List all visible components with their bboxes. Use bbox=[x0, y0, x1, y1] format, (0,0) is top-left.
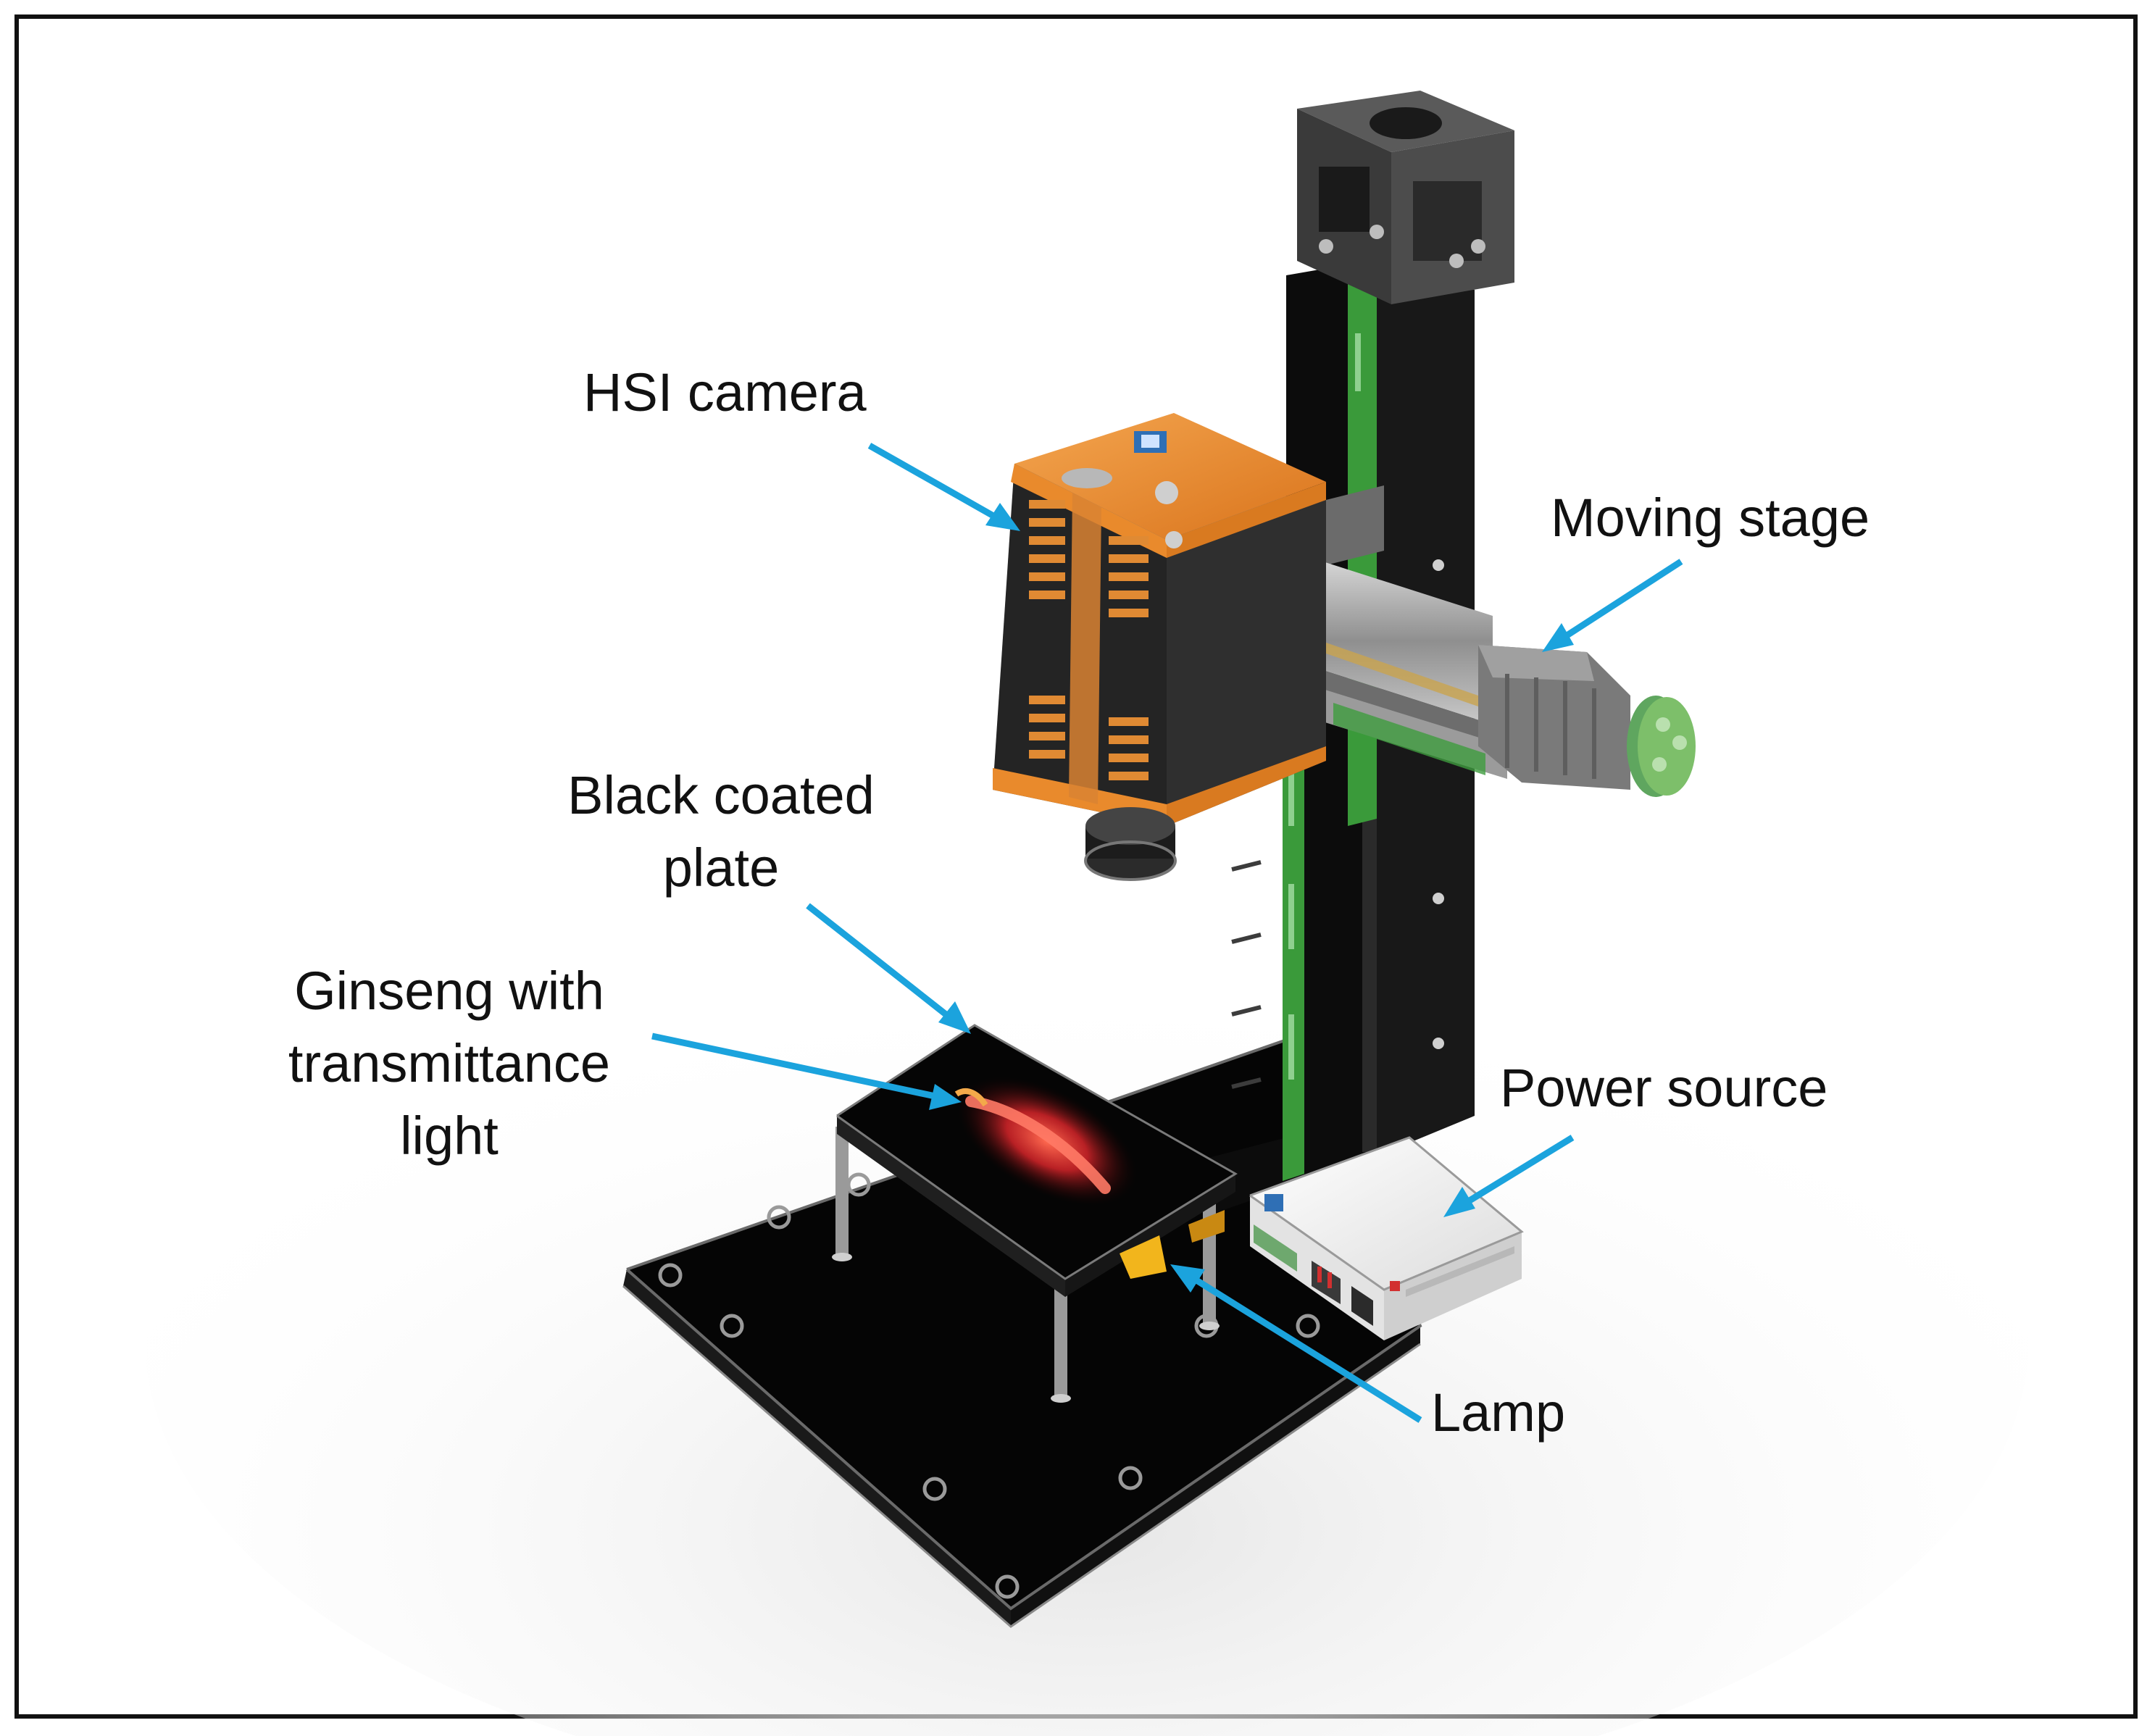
label-ginseng-line1: Ginseng with bbox=[294, 961, 604, 1021]
power-source bbox=[1249, 1136, 1524, 1340]
arrow-ginseng bbox=[651, 1032, 962, 1110]
arrow-black-plate bbox=[806, 903, 971, 1034]
label-black-coated-plate-line1: Black coated bbox=[567, 765, 875, 825]
label-black-coated-plate: Black coated plate bbox=[547, 759, 895, 904]
arrow-lamp bbox=[1170, 1264, 1422, 1423]
label-ginseng-line3: light bbox=[400, 1106, 499, 1166]
moving-stage bbox=[1297, 485, 1696, 797]
hsi-camera bbox=[993, 413, 1326, 881]
label-ginseng: Ginseng with transmittance light bbox=[261, 955, 638, 1172]
arrow-power-source bbox=[1443, 1135, 1575, 1217]
label-moving-stage: Moving stage bbox=[1551, 488, 1870, 548]
callout-arrows bbox=[651, 443, 1683, 1423]
column-top-cap bbox=[1297, 91, 1514, 304]
arrow-moving-stage bbox=[1542, 559, 1683, 652]
arrow-hsi-camera bbox=[867, 443, 1020, 531]
label-power-source: Power source bbox=[1500, 1058, 1828, 1118]
label-ginseng-line2: transmittance bbox=[288, 1033, 611, 1093]
label-hsi-camera: HSI camera bbox=[583, 362, 867, 422]
label-black-coated-plate-line2: plate bbox=[662, 838, 780, 898]
label-lamp: Lamp bbox=[1431, 1382, 1566, 1443]
